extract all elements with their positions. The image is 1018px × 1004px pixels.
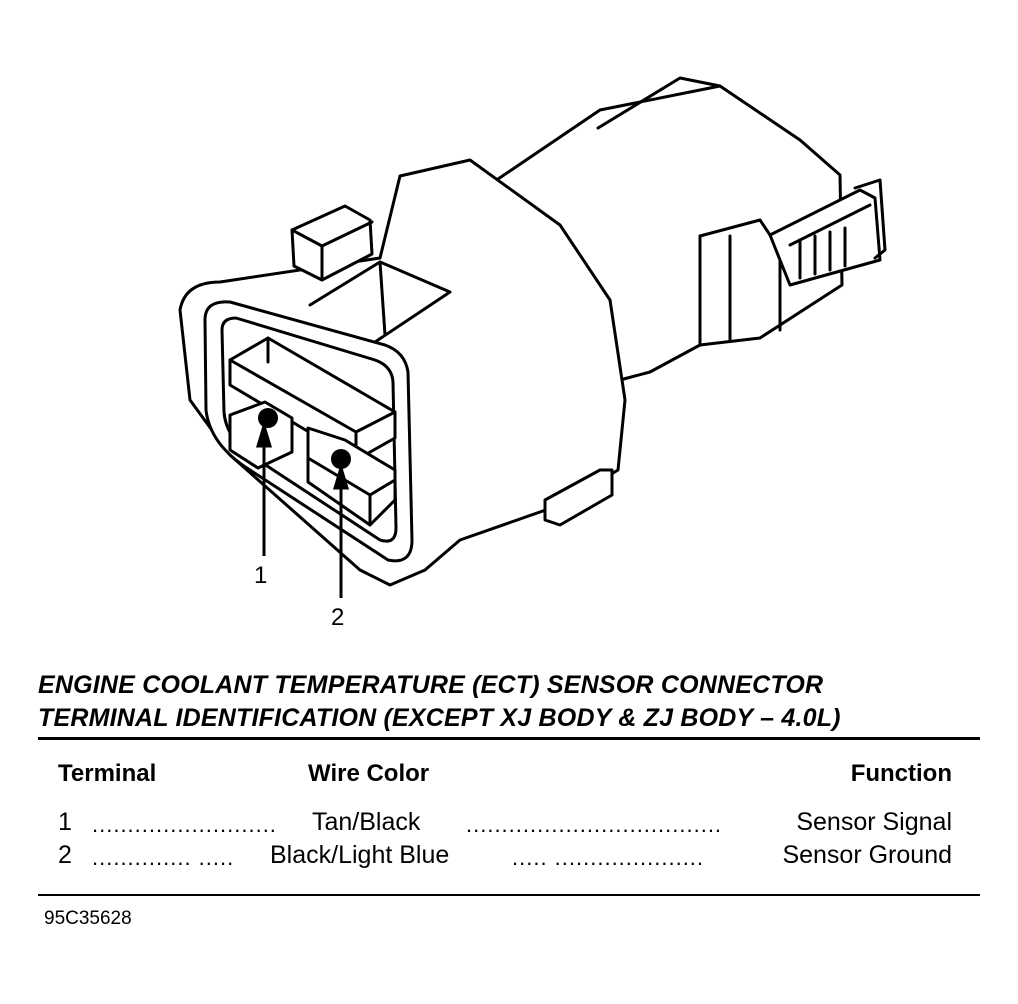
diagram-title-line-2: TERMINAL IDENTIFICATION (EXCEPT XJ BODY … (38, 704, 841, 732)
diagram-title-line-1: ENGINE COOLANT TEMPERATURE (ECT) SENSOR … (38, 671, 824, 699)
header-function: Function (850, 760, 952, 787)
row-2-leader-b: ..... ..................... (512, 845, 705, 870)
latch-block (290, 204, 374, 282)
bottom-rule (38, 894, 980, 896)
row-2-function: Sensor Ground (782, 841, 952, 869)
latch-slot (308, 260, 452, 344)
callout-label-1: 1 (254, 562, 268, 589)
row-2-terminal: 2 (58, 841, 72, 869)
callout-2-arrowhead (332, 462, 350, 490)
row-2-leader-a: .............. ..... (92, 845, 235, 870)
terminal-2-dot (331, 449, 351, 469)
row-1-terminal: 1 (58, 808, 72, 836)
header-terminal: Terminal (58, 760, 157, 787)
top-rule (38, 737, 980, 740)
row-1-wire-color: Tan/Black (312, 808, 421, 836)
ect-connector-illustration (178, 76, 887, 598)
header-wire-color: Wire Color (308, 760, 430, 787)
callout-1-arrowhead (255, 420, 273, 448)
figure-id: 95C35628 (44, 908, 132, 929)
terminal-1-dot (258, 408, 278, 428)
bottom-skid (543, 468, 614, 527)
row-1-leader-a: .......................... (92, 812, 277, 837)
row-1-function: Sensor Signal (796, 808, 952, 836)
row-2-wire-color: Black/Light Blue (270, 841, 450, 869)
row-1-leader-b: .................................... (466, 812, 723, 837)
barrel-top-rib (596, 76, 722, 130)
callout-label-2: 2 (331, 604, 345, 631)
